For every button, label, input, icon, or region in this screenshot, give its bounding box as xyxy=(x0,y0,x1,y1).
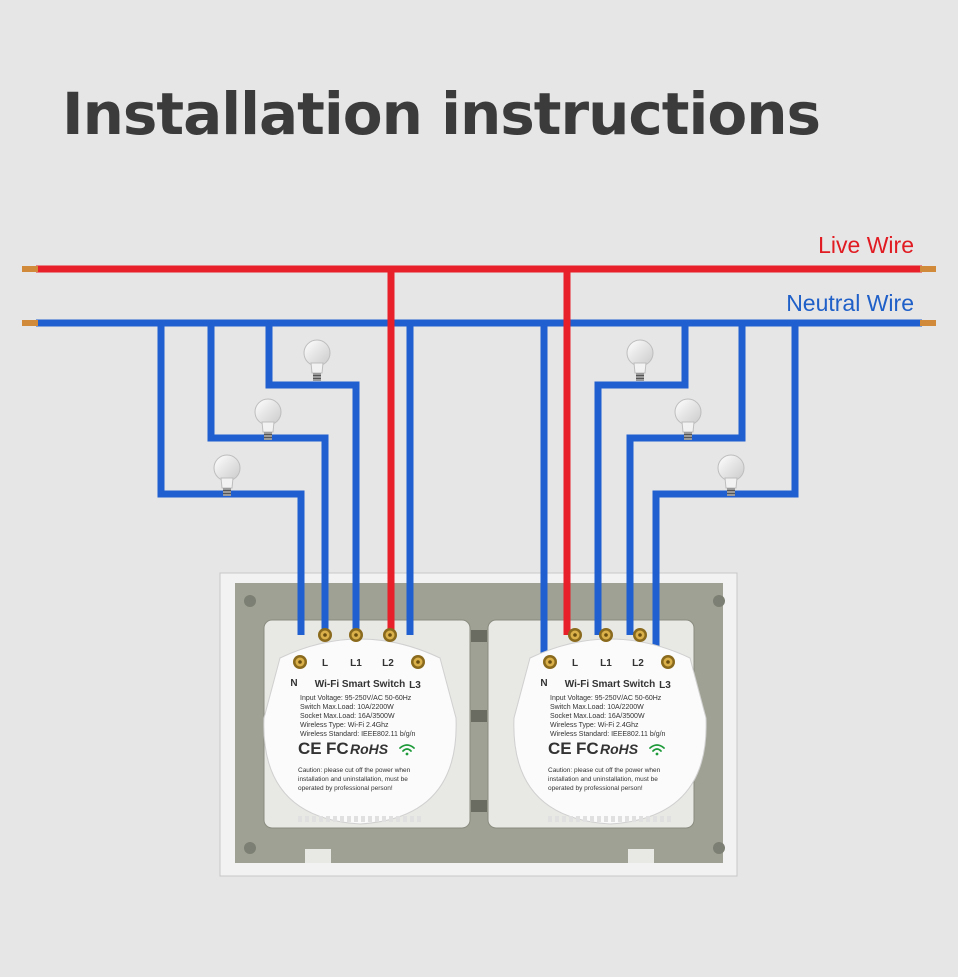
bulb-icon xyxy=(213,454,241,497)
terminal-label-l2: L2 xyxy=(382,658,394,669)
terminal-label-n: N xyxy=(290,678,297,689)
spec-line: Input Voltage: 95-250V/AC 50-60Hz xyxy=(550,695,662,702)
bulb-icon xyxy=(717,454,745,497)
neutral-wire-label: Neutral Wire xyxy=(786,290,914,316)
bulbs xyxy=(213,339,745,497)
bulb-icon xyxy=(254,398,282,441)
spec-line: Wireless Standard: IEEE802.11 b/g/n xyxy=(550,731,666,738)
fc-mark: FC xyxy=(576,739,599,758)
terminal-screw xyxy=(633,628,647,642)
spec-line: Switch Max.Load: 10A/2200W xyxy=(550,704,644,711)
bulb-icon xyxy=(303,339,331,382)
terminal-label-l3: L3 xyxy=(659,680,671,691)
wire-ends xyxy=(22,266,936,326)
terminal-screw xyxy=(411,655,425,669)
terminal-label-l1: L1 xyxy=(600,658,612,669)
page-title: Installation instructions xyxy=(62,80,821,148)
terminal-label-l2: L2 xyxy=(632,658,644,669)
spec-line: Socket Max.Load: 16A/3500W xyxy=(300,713,395,720)
bulb-icon xyxy=(626,339,654,382)
ce-mark: CE xyxy=(548,739,572,758)
caution-line: Caution: please cut off the power when xyxy=(298,767,411,774)
terminal-label-l: L xyxy=(322,658,328,669)
fc-mark: FC xyxy=(326,739,349,758)
spec-line: Wireless Standard: IEEE802.11 b/g/n xyxy=(300,731,416,738)
module-body xyxy=(263,638,457,825)
module-name: Wi-Fi Smart Switch xyxy=(565,679,655,690)
wifi-icon xyxy=(649,744,665,756)
spec-line: Input Voltage: 95-250V/AC 50-60Hz xyxy=(300,695,412,702)
terminal-screw xyxy=(543,655,557,669)
wifi-icon xyxy=(399,744,415,756)
terminal-label-l1: L1 xyxy=(350,658,362,669)
live-wire-label: Live Wire xyxy=(818,232,914,258)
spec-line: Socket Max.Load: 16A/3500W xyxy=(550,713,645,720)
terminal-screw xyxy=(568,628,582,642)
terminal-screw xyxy=(599,628,613,642)
caution-line: operated by professional person! xyxy=(298,785,393,792)
caution-line: operated by professional person! xyxy=(548,785,643,792)
spec-line: Switch Max.Load: 10A/2200W xyxy=(300,704,394,711)
terminal-label-l3: L3 xyxy=(409,680,421,691)
module-body xyxy=(513,638,707,825)
spec-line: Wireless Type: Wi-Fi 2.4Ghz xyxy=(300,722,389,729)
caution-line: Caution: please cut off the power when xyxy=(548,767,661,774)
terminal-screw xyxy=(383,628,397,642)
terminal-screw xyxy=(293,655,307,669)
spec-line: Wireless Type: Wi-Fi 2.4Ghz xyxy=(550,722,639,729)
rohs-mark: RoHS xyxy=(600,741,639,757)
caution-line: installation and uninstallation, must be xyxy=(298,776,408,783)
bulb-icon xyxy=(674,398,702,441)
terminal-screw xyxy=(661,655,675,669)
caution-line: installation and uninstallation, must be xyxy=(548,776,658,783)
module-name: Wi-Fi Smart Switch xyxy=(315,679,405,690)
live-wire xyxy=(36,265,922,635)
terminal-label-n: N xyxy=(540,678,547,689)
ce-mark: CE xyxy=(298,739,322,758)
terminal-label-l: L xyxy=(572,658,578,669)
terminal-screw xyxy=(349,628,363,642)
terminal-screw xyxy=(318,628,332,642)
rohs-mark: RoHS xyxy=(350,741,389,757)
